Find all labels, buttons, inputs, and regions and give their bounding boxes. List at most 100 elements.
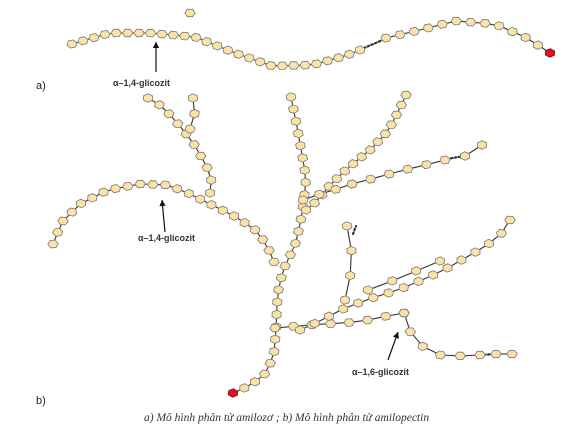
glucose-unit [309, 318, 320, 329]
glucose-unit [367, 292, 379, 303]
glucose-unit [300, 205, 312, 215]
glucose-unit [346, 245, 357, 256]
glucose-unit [417, 341, 428, 352]
glucose-unit [422, 23, 434, 33]
glucose-unit [439, 155, 451, 165]
glucose-unit [385, 120, 397, 129]
glucose-unit [275, 273, 287, 283]
glucose-unit [249, 377, 261, 387]
mid-right-dots [351, 224, 358, 236]
glucose-unit [88, 33, 100, 43]
amylopectin-14-arrow-head [159, 200, 166, 207]
glucose-unit [483, 238, 495, 249]
glucose-unit [167, 30, 179, 40]
glucose-unit [184, 124, 196, 134]
glucose-unit [380, 311, 392, 321]
amylopectin-16-arrow-head [393, 332, 399, 339]
glucose-unit [344, 270, 356, 281]
glucose-unit [504, 215, 516, 225]
glucose-unit [493, 21, 505, 31]
glucose-unit [520, 32, 531, 43]
chain-continuation-dots [351, 37, 498, 357]
glucose-unit [206, 200, 217, 210]
glucose-unit [346, 179, 358, 189]
glucose-unit [289, 238, 301, 248]
glucose-unit [339, 166, 351, 176]
glucose-unit [249, 225, 261, 235]
glucose-unit [66, 207, 78, 217]
glucose-unit [121, 28, 134, 38]
glucose-unit [276, 61, 288, 70]
amylose-alpha-1-4-label: α–1,4-glicozit [113, 78, 171, 88]
reducing-end-unit [544, 48, 556, 58]
glucose-unit [398, 308, 410, 318]
glucose-unit [295, 141, 306, 151]
glucose-unit [52, 227, 64, 237]
glucose-unit [361, 315, 374, 325]
glucose-unit [297, 153, 308, 163]
glucose-unit [365, 174, 377, 184]
panel-label-a: a) [36, 80, 46, 92]
amylopectin-alpha-1-4-label: α–1,4-glicozit [138, 233, 196, 243]
glucose-unit [379, 129, 391, 139]
glucose-unit [402, 164, 414, 174]
glucose-unit [506, 349, 518, 359]
glucose-unit [229, 211, 240, 221]
glucose-unit [495, 228, 507, 238]
glucose-unit [290, 116, 302, 126]
glucose-unit [300, 177, 311, 188]
glucose-unit [171, 184, 183, 194]
glucose-unit [333, 53, 344, 63]
amylose-continuation-dots [362, 37, 387, 50]
glucose-unit [288, 104, 299, 114]
glucose-unit [343, 318, 355, 327]
glucose-unit [470, 247, 481, 257]
glucose-unit [222, 45, 234, 55]
glucose-unit [195, 194, 206, 204]
bond-arrows [152, 42, 399, 361]
glucose-unit [362, 285, 374, 295]
glucose-unit [354, 45, 366, 55]
glucose-unit [408, 26, 420, 36]
glucose-unit [456, 255, 467, 265]
glucose-unit [270, 334, 281, 344]
glucose-unit [410, 266, 422, 276]
glucose-unit [309, 198, 320, 208]
glucose-unit [413, 276, 424, 287]
glucose-unit [147, 180, 159, 189]
glucose-unit [156, 29, 168, 39]
glucose-unit [143, 93, 153, 103]
glucose-unit [474, 350, 486, 360]
glucose-unit [454, 351, 466, 361]
glucose-unit [257, 235, 269, 244]
glucose-unit [239, 383, 250, 393]
glucose-unit [313, 189, 325, 199]
glucose-unit [323, 311, 335, 322]
glucose-unit [476, 140, 488, 150]
glucose-unit [273, 285, 284, 295]
glucose-unit [404, 327, 416, 336]
glucose-unit [331, 174, 343, 184]
glucose-unit [285, 92, 297, 102]
glucose-unit [459, 151, 471, 161]
glucose-unit [292, 226, 304, 237]
glucose-unit [490, 349, 502, 359]
glucose-unit [179, 31, 191, 41]
glucose-unit [268, 346, 280, 357]
glucose-unit [297, 195, 309, 205]
glucose-unit [87, 193, 98, 203]
panel-label-b: b) [36, 395, 46, 407]
glucose-unit [159, 180, 171, 190]
glucose-unit [233, 49, 244, 59]
glucose-unit [295, 214, 307, 224]
glucose-unit [434, 350, 446, 360]
glucose-unit [133, 28, 145, 38]
glucose-unit [263, 246, 275, 255]
glucose-unit [322, 56, 333, 66]
glucose-unit [330, 184, 342, 194]
glucose-unit [269, 323, 281, 333]
glucose-unit [338, 304, 349, 314]
glucose-unit [341, 221, 353, 231]
glucose-unit [265, 61, 277, 71]
glucose-unit [386, 276, 398, 286]
